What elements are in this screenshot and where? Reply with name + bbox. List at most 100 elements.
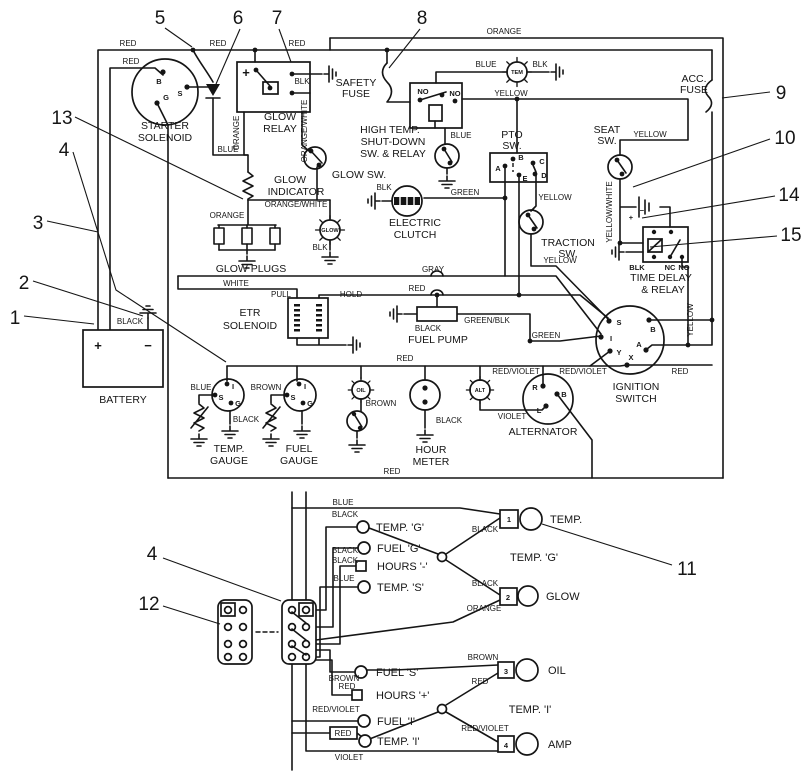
wlb-black-5: BLACK bbox=[472, 579, 499, 588]
fuel-gauge-i: I bbox=[304, 382, 306, 391]
time-delay-label-2: & RELAY bbox=[641, 284, 685, 296]
wl-blue-1: BLUE bbox=[218, 145, 239, 154]
fuel-gauge: S I G BROWN FUEL GAUGE bbox=[251, 378, 318, 467]
wl-orange-top: ORANGE bbox=[487, 27, 522, 36]
alt-lamp-text: ALT bbox=[475, 388, 486, 394]
term-temp-g: TEMP. 'G' bbox=[376, 522, 424, 534]
fuel-gauge-label-1: FUEL bbox=[286, 443, 313, 455]
ignition-label-1: IGNITION bbox=[613, 381, 660, 393]
fuel-gauge-label-2: GAUGE bbox=[280, 455, 318, 467]
wire-labels-bottom: BLUE BLACK BLACK BLACK BLUE BROWN RED RE… bbox=[312, 498, 558, 762]
wl-yellow-traction: YELLOW bbox=[543, 256, 577, 265]
term-hours-plus: HOURS '+' bbox=[376, 690, 429, 702]
junction-circles bbox=[436, 551, 448, 715]
wl-red-ign: RED bbox=[672, 367, 689, 376]
pto-switch: A B C E D PTO SW. bbox=[489, 129, 548, 183]
wlb-brown-1: BROWN bbox=[329, 674, 360, 683]
glow-lamp-ground-label: BLK bbox=[312, 243, 328, 252]
alternator-l: L bbox=[537, 406, 542, 415]
glow-lamp-text: GLOW bbox=[321, 228, 339, 234]
pto-label-2: SW. bbox=[502, 140, 521, 152]
glow-relay-label-1: GLOW bbox=[264, 111, 296, 123]
buzzer-plus: + bbox=[629, 213, 634, 222]
buzzer-minus: − bbox=[640, 206, 645, 215]
glow-indicator-label-1: GLOW bbox=[274, 174, 306, 186]
alternator-r: R bbox=[532, 383, 538, 392]
wl-yellow-seat: YELLOW bbox=[633, 130, 667, 139]
glow-indicator-wire-label: ORANGE/WHITE bbox=[265, 200, 328, 209]
wl-orange-white-vert: ORANGE/WHITE bbox=[300, 100, 309, 163]
diode-symbol bbox=[205, 84, 221, 99]
pto-terminal-d: D bbox=[541, 171, 547, 180]
temp-gauge-label-2: GAUGE bbox=[210, 455, 248, 467]
high-temp-no-2: NO bbox=[449, 89, 460, 98]
glow-relay-label-2: RELAY bbox=[263, 123, 297, 135]
seat-switch: SEAT SW. bbox=[594, 124, 633, 180]
hour-meter: BLACK HOUR METER bbox=[409, 379, 463, 468]
high-temp-switch bbox=[434, 143, 460, 169]
starter-label-1: STARTER bbox=[141, 120, 189, 132]
pto-terminal-c: C bbox=[539, 157, 545, 166]
connector-right bbox=[281, 599, 317, 665]
etr-hold-label: HOLD bbox=[340, 290, 362, 299]
wl-gray: GRAY bbox=[422, 265, 445, 274]
wlb-blue-2: BLUE bbox=[334, 574, 355, 583]
acc-fuse-label-2: FUSE bbox=[680, 84, 708, 96]
seat-label-1: SEAT bbox=[594, 124, 621, 136]
glow-switch-label: GLOW SW. bbox=[332, 169, 386, 181]
wl-yellow-pto: YELLOW bbox=[538, 193, 572, 202]
glow-indicator: GLOW INDICATOR ORANGE/WHITE bbox=[265, 174, 328, 209]
callout-numbers: 1 2 3 4 13 5 6 7 8 9 10 14 15 11 12 4 bbox=[10, 8, 802, 615]
callout-6: 6 bbox=[233, 8, 244, 29]
clutch-label-2: CLUTCH bbox=[394, 229, 437, 241]
callout-8: 8 bbox=[417, 8, 428, 29]
time-delay-relay: BLK NC NO TIME DELAY & RELAY bbox=[629, 226, 692, 296]
temp-gauge-i: I bbox=[232, 382, 234, 391]
callout-10: 10 bbox=[774, 128, 795, 149]
glow-indicator-label-2: INDICATOR bbox=[268, 186, 325, 198]
ignition-terminal-a: A bbox=[636, 340, 642, 349]
safety-fuse-label-2: FUSE bbox=[342, 88, 370, 100]
glow-switch: GLOW SW. bbox=[303, 146, 386, 181]
bulb4-number: 4 bbox=[504, 741, 509, 750]
callout-13: 13 bbox=[51, 108, 72, 129]
acc-fuse: ACC. FUSE bbox=[680, 73, 708, 96]
glow-plugs-label: GLOW PLUGS bbox=[216, 263, 287, 275]
wl-yellow-bus: YELLOW bbox=[494, 89, 528, 98]
wire-labels-top: RED RED RED RED ORANGE BLUE ORANGE ORANG… bbox=[120, 27, 695, 476]
wl-red-pump: RED bbox=[409, 284, 426, 293]
wl-blk-tem: BLK bbox=[532, 60, 548, 69]
wl-green-ign: GREEN bbox=[532, 331, 561, 340]
alt-lamp: ALT bbox=[465, 375, 495, 405]
bulb4-name: AMP bbox=[548, 739, 572, 751]
pto-label-1: PTO bbox=[501, 129, 522, 141]
temp-gauge-g: G bbox=[235, 399, 241, 408]
high-temp-label-2: SHUT-DOWN bbox=[361, 136, 426, 148]
etr-solenoid: PULL HOLD ETR SOLENOID bbox=[223, 290, 362, 339]
callout-4-bottom: 4 bbox=[147, 544, 158, 565]
callout-9: 9 bbox=[776, 83, 787, 104]
wlb-brown-2: BROWN bbox=[468, 653, 499, 662]
glow-lamp: GLOW BLK bbox=[312, 214, 346, 252]
ignition-terminal-i: I bbox=[610, 334, 612, 343]
glow-relay: + BLK GLOW RELAY bbox=[236, 61, 323, 135]
net-label-temp-i: TEMP. 'I' bbox=[509, 704, 552, 716]
traction-switch: TRACTION SW. bbox=[518, 209, 595, 260]
seat-label-2: SW. bbox=[597, 135, 616, 147]
hour-meter-label-2: METER bbox=[413, 456, 450, 468]
starter-terminal-s: S bbox=[177, 89, 182, 98]
oil-brown-label: BROWN bbox=[366, 399, 397, 408]
wl-yellow-white: YELLOW/WHITE bbox=[605, 181, 614, 242]
wlb-black-4: BLACK bbox=[472, 525, 499, 534]
high-temp-label-3: SW. & RELAY bbox=[360, 148, 426, 160]
electric-clutch: BLK ELECTRIC CLUTCH bbox=[376, 183, 441, 241]
traction-label-2: SW. bbox=[558, 248, 577, 260]
connector-left bbox=[217, 599, 253, 665]
fuel-pump-wire-label: BLACK bbox=[415, 324, 442, 333]
wl-blue-tem: BLUE bbox=[476, 60, 497, 69]
wl-red-3: RED bbox=[210, 39, 227, 48]
wlb-black-2: BLACK bbox=[332, 546, 359, 555]
starter-solenoid: B S G STARTER SOLENOID bbox=[131, 58, 199, 144]
ignition-terminal-x: X bbox=[628, 353, 633, 362]
